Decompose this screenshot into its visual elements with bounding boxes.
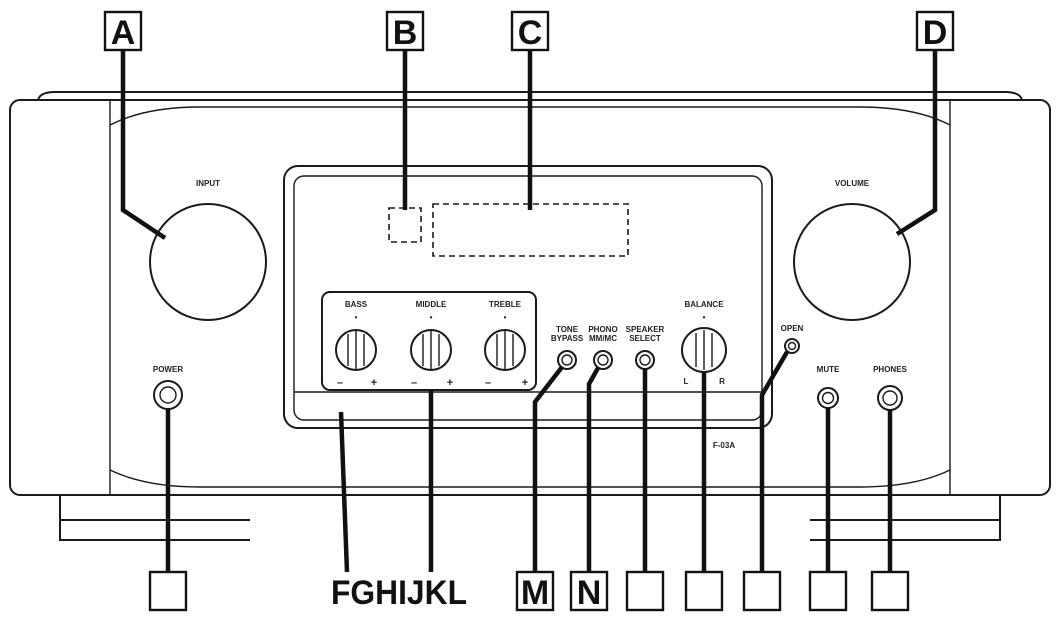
balance-center-mark: •: [703, 313, 706, 322]
phones-jack[interactable]: [877, 385, 903, 411]
volume-knob[interactable]: [793, 203, 911, 321]
indicator-area-b: [388, 207, 422, 243]
bass-knob[interactable]: [335, 329, 377, 371]
middle-knob[interactable]: [410, 329, 452, 371]
bass-minus-sign: –: [337, 377, 343, 389]
middle-center-mark: •: [430, 313, 433, 322]
callout-label-a: A: [111, 14, 136, 52]
speaker-select-button[interactable]: [635, 350, 655, 370]
callout-box-b: [385, 10, 425, 52]
callout-label-d: D: [923, 14, 948, 52]
balance-knob[interactable]: [681, 327, 727, 373]
speaker-select-label-line1: SPEAKER: [626, 325, 665, 334]
balance-right-label: R: [719, 377, 725, 386]
tone-bypass-label-line2: BYPASS: [551, 334, 584, 343]
callout-label-b: B: [393, 14, 418, 52]
treble-minus-sign: –: [485, 377, 491, 389]
power-label: POWER: [153, 365, 183, 374]
callout-box-speaker-select: [625, 570, 665, 612]
callout-box-phones: [870, 570, 910, 612]
bass-plus-sign: +: [371, 377, 377, 389]
callout-box-mute: [808, 570, 848, 612]
callout-box-balance: [684, 570, 724, 612]
tone-bypass-button[interactable]: [557, 350, 577, 370]
callout-label-m: M: [521, 574, 549, 612]
treble-center-mark: •: [504, 313, 507, 322]
phono-label-line2: MM/MC: [589, 334, 617, 343]
model-label: F-03A: [713, 441, 735, 450]
treble-plus-sign: +: [522, 377, 528, 389]
speaker-select-label-line2: SELECT: [629, 334, 661, 343]
callout-box-open: [742, 570, 782, 612]
bass-center-mark: •: [355, 313, 358, 322]
treble-knob[interactable]: [484, 329, 526, 371]
leader-lines: [120, 50, 938, 573]
callout-box-n: [569, 570, 609, 612]
callout-label-c: C: [518, 14, 543, 52]
phono-label-line1: PHONO: [588, 325, 617, 334]
mute-button[interactable]: [817, 387, 839, 409]
bass-label: BASS: [345, 300, 368, 309]
mute-label: MUTE: [817, 365, 840, 374]
callout-label-fghijkl: FGHIJKL: [331, 574, 467, 612]
callout-box-a: [103, 10, 143, 52]
display-area-c: [432, 203, 629, 257]
callout-box-c: [510, 10, 550, 52]
balance-left-label: L: [684, 377, 689, 386]
callout-box-d: [915, 10, 955, 52]
middle-minus-sign: –: [411, 377, 417, 389]
phono-mm-mc-button[interactable]: [593, 350, 613, 370]
tone-bypass-label-line1: TONE: [556, 325, 579, 334]
middle-label: MIDDLE: [416, 300, 447, 309]
open-label: OPEN: [781, 324, 804, 333]
balance-label: BALANCE: [684, 300, 724, 309]
input-label: INPUT: [196, 179, 220, 188]
callout-box-m: [515, 570, 555, 612]
treble-label: TREBLE: [489, 300, 522, 309]
power-button[interactable]: [153, 380, 183, 410]
callout-label-n: N: [577, 574, 602, 612]
middle-plus-sign: +: [447, 377, 453, 389]
input-knob[interactable]: [149, 203, 267, 321]
volume-label: VOLUME: [835, 179, 870, 188]
open-button[interactable]: [784, 338, 800, 354]
phones-label: PHONES: [873, 365, 907, 374]
callout-box-power: [148, 570, 188, 612]
